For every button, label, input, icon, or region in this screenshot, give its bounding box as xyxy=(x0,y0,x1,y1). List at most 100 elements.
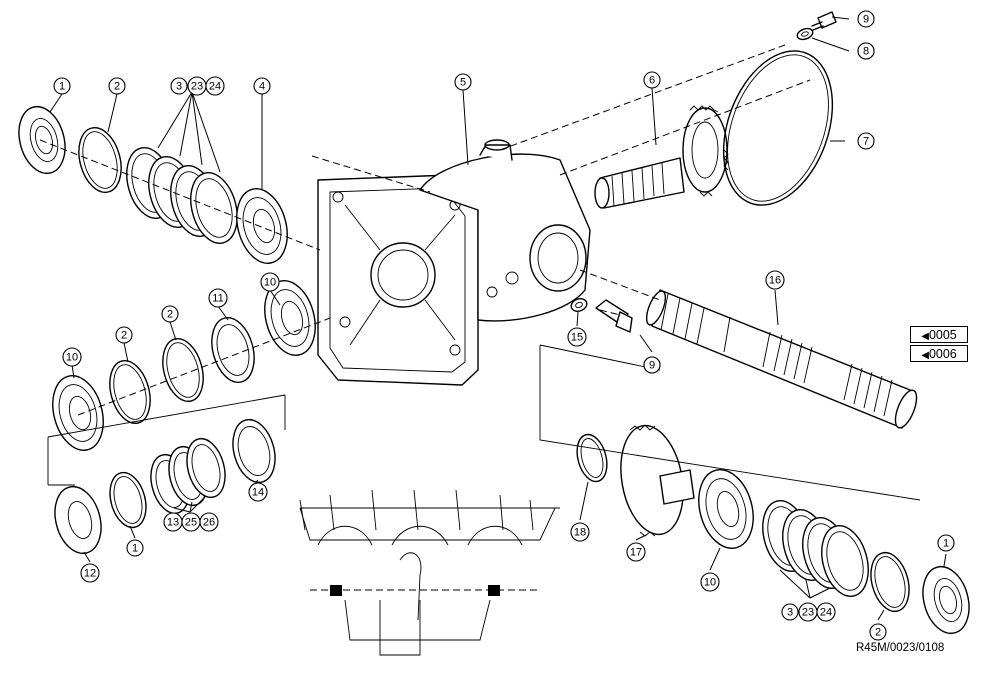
callout-label: 8 xyxy=(863,46,869,58)
callout-circle xyxy=(643,356,661,374)
callout-circle xyxy=(115,326,133,344)
callout-label: 25 xyxy=(185,517,197,529)
callout-circle xyxy=(161,305,179,323)
callout-7: 7 xyxy=(857,132,875,150)
callout-23: 23 xyxy=(187,76,207,96)
callout-label: 9 xyxy=(863,14,869,26)
callout-circle xyxy=(205,76,225,96)
callout-23: 23 xyxy=(798,602,818,622)
middle-bolt-and-washer xyxy=(570,298,633,333)
callout-circle xyxy=(62,347,82,367)
callout-circle xyxy=(199,512,219,532)
callout-11: 11 xyxy=(208,288,228,308)
callout-24: 24 xyxy=(816,602,836,622)
callout-8: 8 xyxy=(857,42,875,60)
callout-label: 2 xyxy=(114,81,120,93)
callout-2: 2 xyxy=(108,77,126,95)
callout-label: 2 xyxy=(121,330,127,342)
callout-5: 5 xyxy=(454,73,472,91)
callout-label: 17 xyxy=(630,547,642,559)
callout-3: 3 xyxy=(781,603,799,621)
drawing-code: R45M/0023/0108 xyxy=(856,642,945,654)
callout-10: 10 xyxy=(700,572,720,592)
callout-9: 9 xyxy=(643,356,661,374)
callout-circle xyxy=(248,482,268,502)
bottom-right-parts xyxy=(576,424,970,635)
callout-9: 9 xyxy=(857,10,875,28)
callout-label: 11 xyxy=(212,293,223,305)
callout-circle xyxy=(80,563,100,583)
callout-18: 18 xyxy=(570,522,590,542)
callout-label: 12 xyxy=(84,568,96,580)
callout-label: 1 xyxy=(132,543,138,555)
callout-circle xyxy=(626,542,646,562)
callout-16: 16 xyxy=(765,270,785,290)
callout-12: 12 xyxy=(80,563,100,583)
callout-label: 24 xyxy=(820,607,832,619)
callout-circle xyxy=(454,73,472,91)
callout-15: 15 xyxy=(567,327,587,347)
callout-label: 1 xyxy=(59,81,65,93)
callout-label: 23 xyxy=(191,81,203,93)
callout-circle xyxy=(869,623,887,641)
callout-circle xyxy=(765,270,785,290)
callout-label: 16 xyxy=(769,275,781,287)
pointer-left-icon: ◀ xyxy=(921,350,929,361)
callout-circle xyxy=(857,10,875,28)
callout-circle xyxy=(816,602,836,622)
callout-3: 3 xyxy=(170,77,188,95)
reference-tag-0006[interactable]: ◀0006 xyxy=(910,345,968,362)
callout-circle xyxy=(570,522,590,542)
callout-circle xyxy=(126,539,144,557)
callout-label: 10 xyxy=(66,352,78,364)
callout-2: 2 xyxy=(869,623,887,641)
callout-label: 4 xyxy=(259,81,265,93)
top-bolt-and-washer xyxy=(796,11,837,41)
callout-label: 7 xyxy=(863,136,869,148)
callout-17: 17 xyxy=(626,542,646,562)
callout-label: 3 xyxy=(787,607,793,619)
callout-2: 2 xyxy=(161,305,179,323)
callout-label: 5 xyxy=(460,77,466,89)
reference-tag-0005[interactable]: ◀0005 xyxy=(910,326,968,343)
callout-10: 10 xyxy=(62,347,82,367)
pinion-shaft xyxy=(594,105,729,209)
callout-1: 1 xyxy=(937,534,955,552)
callout-circle xyxy=(937,534,955,552)
callout-circle xyxy=(260,272,280,292)
callout-10: 10 xyxy=(260,272,280,292)
output-shaft xyxy=(645,289,918,429)
gearbox-housing xyxy=(317,139,591,386)
callout-label: 1 xyxy=(943,538,949,550)
callout-circle xyxy=(700,572,720,592)
callout-label: 15 xyxy=(571,332,583,344)
callout-circle xyxy=(781,603,799,621)
callout-25: 25 xyxy=(181,512,201,532)
callout-label: 14 xyxy=(252,487,264,499)
callout-label: 6 xyxy=(649,75,655,87)
callout-circle xyxy=(208,288,228,308)
callout-24: 24 xyxy=(205,76,225,96)
o-ring xyxy=(722,50,834,206)
callout-circle xyxy=(253,77,271,95)
callout-circle xyxy=(108,77,126,95)
callout-label: 9 xyxy=(649,360,655,372)
callout-leaders xyxy=(49,16,947,621)
callout-circle xyxy=(53,77,71,95)
callout-label: 2 xyxy=(875,627,881,639)
callout-circle xyxy=(857,42,875,60)
callout-label: 3 xyxy=(176,81,182,93)
callout-circle xyxy=(643,71,661,89)
callout-circle xyxy=(567,327,587,347)
callout-label: 2 xyxy=(167,309,173,321)
callout-13: 13 xyxy=(163,512,183,532)
callout-label: 13 xyxy=(167,517,179,529)
callout-6: 6 xyxy=(643,71,661,89)
callout-label: 10 xyxy=(704,577,716,589)
callout-14: 14 xyxy=(248,482,268,502)
callout-1: 1 xyxy=(53,77,71,95)
callout-4: 4 xyxy=(253,77,271,95)
callout-2: 2 xyxy=(115,326,133,344)
middle-left-parts xyxy=(52,280,316,451)
